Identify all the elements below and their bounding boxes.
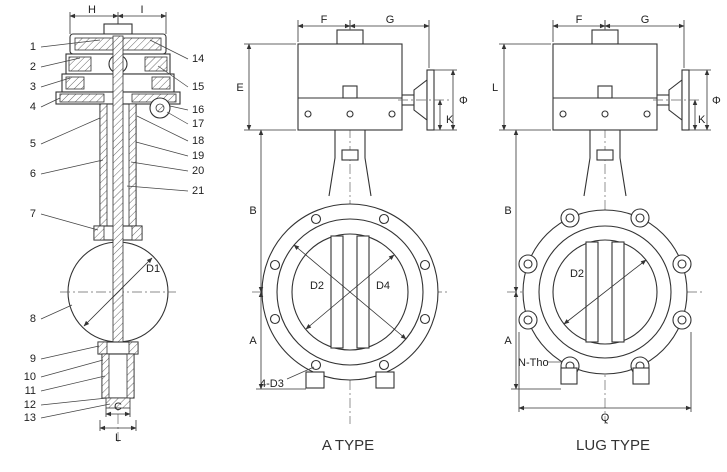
lug-type-view: F G L B A K Φ D2	[492, 14, 721, 454]
disc-rib	[356, 235, 370, 349]
dim-f-g: F G	[297, 14, 430, 68]
part-number-6: 6	[30, 168, 36, 180]
dim-label-c: C	[114, 401, 122, 413]
part-number-5: 5	[30, 138, 36, 150]
dim-label-a: A	[249, 335, 257, 347]
part-leaders-right: 14 15 16 17 18 19 20 21	[126, 39, 204, 197]
a-type-view: F G E B A K Φ	[236, 14, 468, 454]
part-number-12: 12	[24, 399, 36, 411]
dim-d2-d4: D2 D4	[293, 244, 407, 340]
dim-label-phi: Φ	[459, 95, 468, 107]
dim-label-f: F	[576, 14, 583, 26]
dim-label-phi: Φ	[712, 95, 721, 107]
part-number-21: 21	[192, 185, 204, 197]
dim-k-phi: K Φ	[434, 69, 468, 131]
part-number-10: 10	[24, 371, 36, 383]
dim-label-d4: D4	[376, 280, 390, 292]
actuator-box	[552, 29, 658, 131]
part-leaders-left: 1 2 3 4 5 6 7 8 9 10 11 12 13	[24, 39, 111, 424]
dim-label-d2: D2	[570, 268, 584, 280]
caption-lug-type: LUG TYPE	[576, 437, 650, 454]
dim-f-g: F G	[552, 14, 685, 68]
dim-label-k: K	[446, 114, 454, 126]
dim-label-d1: D1	[146, 263, 160, 275]
dim-label-n-tho: N-Tho	[518, 357, 549, 369]
dim-l: L	[492, 43, 551, 131]
disc-rib	[330, 235, 344, 349]
part-number-4: 4	[30, 101, 36, 113]
dim-h-i: H I	[69, 4, 167, 34]
dim-label-b: B	[249, 205, 256, 217]
dim-d2: D2	[563, 259, 647, 325]
valve-body	[261, 203, 439, 389]
dim-k-phi: K Φ	[689, 69, 721, 131]
part-number-15: 15	[192, 81, 204, 93]
part-number-2: 2	[30, 61, 36, 73]
dim-label-a: A	[504, 335, 512, 347]
disc-rib	[611, 241, 625, 343]
dim-label-holes: 4-D3	[260, 378, 284, 390]
part-number-17: 17	[192, 118, 204, 130]
dim-q: Q	[518, 332, 692, 424]
actuator-box	[297, 29, 403, 131]
dim-label-l: L	[115, 432, 121, 444]
part-number-7: 7	[30, 208, 36, 220]
dim-c-l: C L	[99, 401, 137, 444]
part-number-8: 8	[30, 313, 36, 325]
dim-b-a: B A	[249, 129, 306, 390]
valve-neck	[583, 130, 627, 197]
dim-bolt-holes: 4-D3	[260, 366, 315, 390]
valve-stem	[112, 35, 124, 375]
dim-label-i: I	[140, 4, 143, 16]
part-number-20: 20	[192, 165, 204, 177]
part-number-11: 11	[25, 385, 36, 397]
caption-a-type: A TYPE	[322, 437, 374, 454]
part-number-9: 9	[30, 353, 36, 365]
valve-neck	[328, 130, 372, 197]
part-number-14: 14	[192, 53, 204, 65]
dim-threaded-holes: N-Tho	[518, 357, 561, 369]
cross-section-view: H I D1 C L	[24, 4, 204, 444]
dim-label-f: F	[321, 14, 328, 26]
part-number-18: 18	[192, 135, 204, 147]
dim-label-q: Q	[601, 412, 610, 424]
handwheel	[653, 69, 700, 131]
dim-label-h: H	[88, 4, 96, 16]
dim-b-a: B A	[504, 129, 561, 390]
dim-label-d2: D2	[310, 280, 324, 292]
part-number-1: 1	[30, 41, 36, 53]
bottom-housing	[97, 341, 139, 409]
dim-label-b: B	[504, 205, 511, 217]
part-number-13: 13	[24, 412, 36, 424]
dim-label-l: L	[492, 82, 498, 94]
handwheel	[398, 69, 452, 131]
dim-d1: D1	[83, 257, 160, 327]
dim-label-e: E	[236, 82, 243, 94]
dim-label-g: G	[641, 14, 650, 26]
part-number-16: 16	[192, 104, 204, 116]
dim-label-g: G	[386, 14, 395, 26]
part-number-19: 19	[192, 150, 204, 162]
disc-rib	[585, 241, 599, 343]
part-number-3: 3	[30, 81, 36, 93]
dim-label-k: K	[698, 114, 706, 126]
dim-e: E	[236, 43, 296, 131]
